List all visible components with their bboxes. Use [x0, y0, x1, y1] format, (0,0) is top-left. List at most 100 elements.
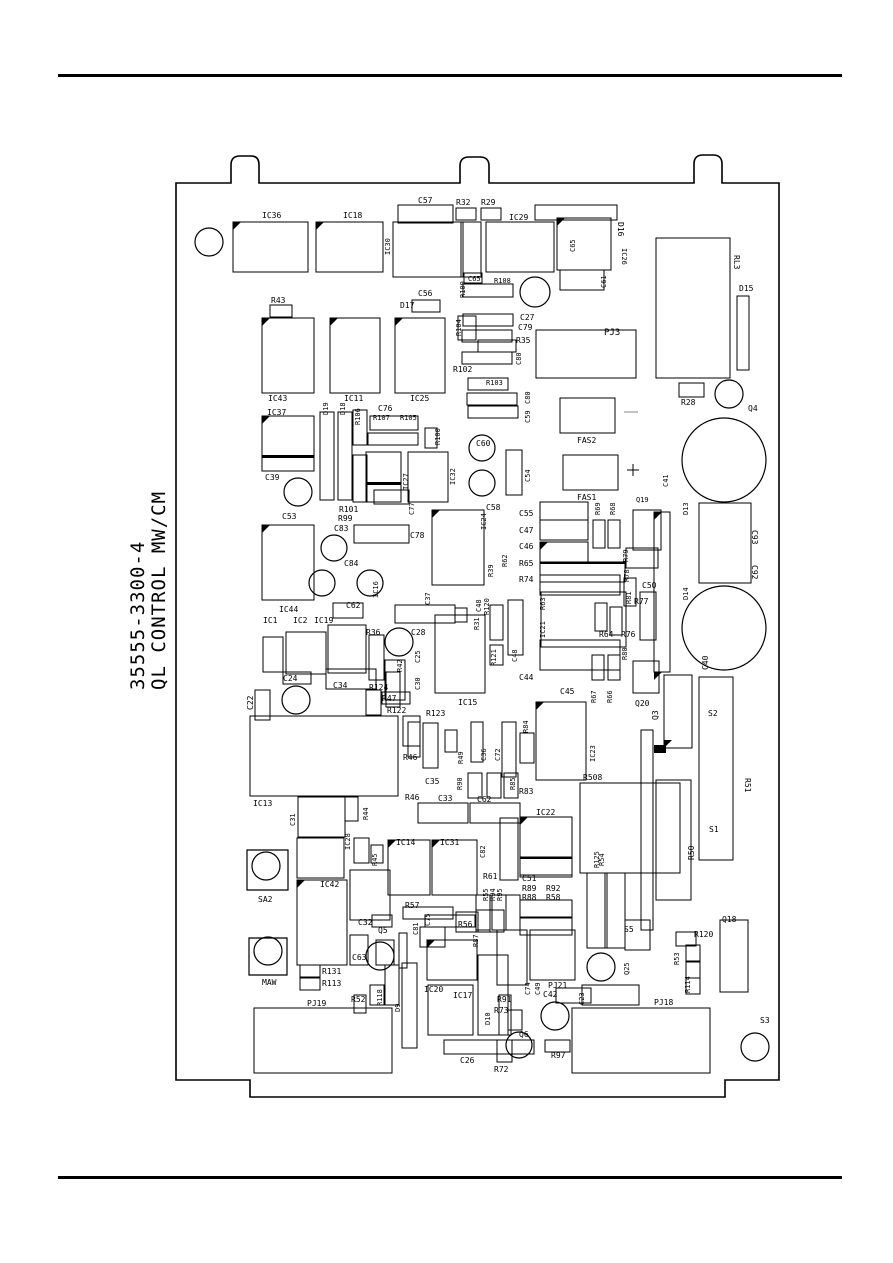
component-label: R120	[694, 930, 713, 939]
component-body-141	[369, 984, 385, 1006]
component-label: IC36	[262, 211, 281, 220]
component-body-41	[559, 397, 616, 434]
component-label: R118	[376, 989, 384, 1006]
component-label: IC37	[267, 408, 286, 417]
component-body-101	[344, 796, 359, 822]
component-label: R65	[519, 559, 534, 568]
component-body-93	[501, 721, 517, 778]
component-label: R79	[622, 549, 630, 562]
component-label: R53	[673, 952, 681, 965]
filled-bar-4	[520, 857, 572, 859]
component-body-127	[519, 899, 573, 919]
component-label: D17	[400, 301, 415, 310]
component-body-77	[607, 654, 621, 681]
component-label: R69	[594, 502, 602, 515]
component-body-54	[607, 519, 621, 549]
component-label: FAS2	[577, 436, 596, 445]
component-label: S3	[760, 1016, 770, 1025]
pin1-marker-17	[316, 222, 324, 230]
round-component-4	[468, 469, 496, 497]
component-label: Q6	[519, 1030, 529, 1039]
component-body-90	[422, 722, 439, 769]
component-label: R49	[457, 751, 465, 764]
component-label: IC15	[458, 698, 477, 707]
round-component-3	[468, 434, 496, 462]
component-label: C50	[642, 581, 657, 590]
component-label: R124	[369, 683, 388, 692]
component-label: C57	[418, 196, 433, 205]
component-label: R52	[351, 995, 366, 1004]
component-body-70	[384, 659, 406, 701]
component-label: IC20	[424, 985, 443, 994]
component-label: C75	[424, 913, 432, 926]
component-body-131	[371, 914, 393, 928]
round-component-6	[320, 534, 348, 562]
component-body-134	[455, 911, 479, 933]
component-label: R29	[481, 198, 496, 207]
component-label: Q25	[623, 962, 631, 975]
component-body-109	[370, 844, 384, 864]
component-label: C47	[519, 526, 534, 535]
component-body-53	[592, 519, 606, 549]
component-label: C36	[480, 748, 488, 761]
round-component-1	[519, 276, 551, 308]
component-label: C56	[418, 289, 433, 298]
component-body-60	[594, 602, 608, 632]
board-title-block: 35555-3300-4 QL CONTROL MW/CM	[127, 491, 170, 690]
component-label: R87	[472, 934, 480, 947]
component-body-29	[394, 317, 446, 394]
component-label: R74	[519, 575, 534, 584]
pin1-marker-8	[654, 672, 662, 680]
component-label: R95	[496, 888, 504, 901]
component-body-89	[407, 721, 421, 758]
component-body-96	[467, 772, 483, 799]
round-component-0	[194, 227, 224, 257]
component-body-35	[367, 432, 419, 446]
component-label: IC32	[449, 468, 457, 485]
component-body-22	[467, 377, 509, 391]
component-body-113	[431, 839, 478, 896]
component-label: C45	[560, 687, 575, 696]
component-label: D10	[484, 1012, 492, 1025]
round-component-2	[714, 379, 744, 409]
component-label: C25	[414, 650, 422, 663]
component-body-79	[663, 674, 693, 749]
component-label: R35	[516, 336, 531, 345]
component-label: RL3	[732, 255, 741, 270]
round-component-12	[281, 685, 311, 715]
component-label: IC14	[396, 838, 415, 847]
filled-bar-3	[540, 562, 625, 564]
component-label: R67	[590, 690, 598, 703]
component-label: R100	[434, 428, 442, 445]
component-label: R31	[473, 617, 481, 630]
pin1-marker-2	[395, 318, 403, 326]
component-label: C58	[486, 503, 501, 512]
component-body-154	[443, 1039, 535, 1055]
component-label: IC43	[268, 394, 287, 403]
component-body-95	[535, 701, 587, 781]
component-body-32	[337, 411, 353, 501]
component-label: Q19	[636, 496, 649, 504]
component-body-87	[249, 715, 399, 797]
component-label: C77	[408, 502, 416, 515]
component-label: R80	[621, 647, 629, 660]
component-label: C82	[479, 845, 487, 858]
component-body-146	[427, 984, 474, 1036]
component-label: R123	[426, 709, 445, 718]
component-body-84	[385, 671, 401, 708]
component-body-6	[485, 221, 555, 273]
component-body-129	[296, 879, 348, 966]
component-body-44	[353, 524, 410, 544]
component-label: R83	[519, 787, 534, 796]
component-body-27	[261, 317, 315, 394]
round-component-16	[586, 952, 616, 982]
component-body-7	[534, 204, 618, 221]
component-label: IC31	[440, 838, 459, 847]
component-body-132	[402, 906, 454, 920]
component-label: C81	[412, 922, 420, 935]
component-body-133	[424, 914, 476, 928]
component-label: C41	[662, 474, 670, 487]
component-body-11	[736, 295, 750, 371]
component-label: C74	[524, 982, 532, 995]
pin1-marker-4	[262, 525, 270, 533]
